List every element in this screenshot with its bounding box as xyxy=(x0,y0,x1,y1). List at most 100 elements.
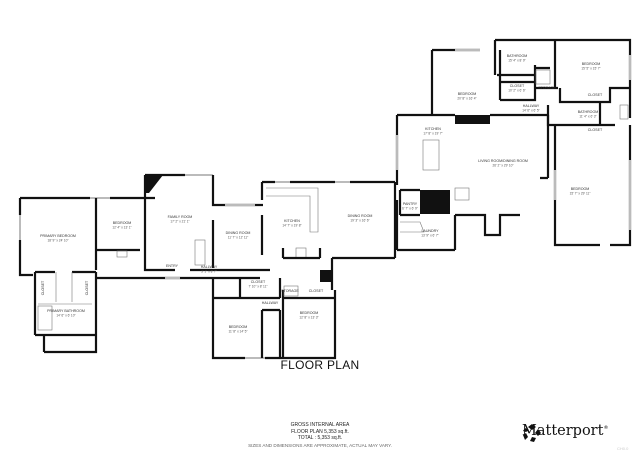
room-closet-s2: CLOSET xyxy=(309,289,324,293)
room-closet-pw1: CLOSET xyxy=(41,280,45,295)
svg-text:PRIMARY BATHROOM: PRIMARY BATHROOM xyxy=(47,309,85,313)
svg-text:CLOSET: CLOSET xyxy=(588,93,603,97)
svg-text:KITCHEN: KITCHEN xyxy=(284,219,300,223)
center-kitchen xyxy=(260,180,397,290)
room-storage-2: STORAGE xyxy=(538,86,556,90)
svg-text:HALLWAY: HALLWAY xyxy=(523,104,540,108)
svg-text:11' 4" x 6' 3": 11' 4" x 6' 3" xyxy=(579,115,596,119)
svg-text:7' 10" x 8' 11": 7' 10" x 8' 11" xyxy=(248,285,267,289)
gross-area-heading: GROSS INTERNAL AREA xyxy=(290,422,350,428)
svg-text:BEDROOM: BEDROOM xyxy=(300,311,319,315)
svg-text:26' 2" x 29' 10": 26' 2" x 29' 10" xyxy=(492,164,513,168)
disclaimer: SIZES AND DIMENSIONS ARE APPROXIMATE, AC… xyxy=(248,443,392,448)
floor-plan-area: FLOOR PLAN 5,353 sq.ft. xyxy=(291,428,349,435)
svg-text:CLOSET: CLOSET xyxy=(85,280,89,295)
north-wing xyxy=(430,38,558,115)
svg-text:LIVING ROOM/DINING ROOM: LIVING ROOM/DINING ROOM xyxy=(478,159,528,163)
room-storage-1: STORAGE xyxy=(281,289,299,293)
svg-text:BATHROOM: BATHROOM xyxy=(578,110,599,114)
svg-text:ENTRY: ENTRY xyxy=(166,264,179,268)
matterport-logo: Matterport® xyxy=(522,423,609,442)
svg-text:10' 2" x 6' 6": 10' 2" x 6' 6" xyxy=(508,89,525,93)
svg-text:CLOSET: CLOSET xyxy=(510,84,525,88)
matterport-wordmark: Matterport® xyxy=(522,423,609,439)
svg-text:6' 7" x 6' 9": 6' 7" x 6' 9" xyxy=(402,207,418,211)
svg-text:15' 5" x 15' 7": 15' 5" x 15' 7" xyxy=(581,67,600,71)
room-entry: ENTRY xyxy=(166,264,179,268)
svg-text:12' 4" x 13' 1": 12' 4" x 13' 1" xyxy=(112,226,131,230)
room-closet-ne: CLOSET xyxy=(588,93,603,97)
svg-text:3' 1" x 8' 7": 3' 1" x 8' 7" xyxy=(201,270,217,274)
svg-text:CLOSET: CLOSET xyxy=(588,128,603,132)
svg-text:STORAGE: STORAGE xyxy=(538,86,556,90)
room-closet-e: CLOSET xyxy=(588,128,603,132)
svg-text:KITCHEN: KITCHEN xyxy=(425,127,441,131)
svg-text:14' 7" x 19' 8": 14' 7" x 19' 8" xyxy=(282,224,301,228)
svg-text:BEDROOM: BEDROOM xyxy=(113,221,132,225)
svg-text:19' 3" x 16' 6": 19' 3" x 16' 6" xyxy=(350,219,369,223)
svg-text:BEDROOM: BEDROOM xyxy=(458,92,477,96)
svg-text:BEDROOM: BEDROOM xyxy=(582,62,601,66)
east-center xyxy=(395,113,550,252)
svg-text:LAUNDRY: LAUNDRY xyxy=(421,229,439,233)
svg-text:CLOSET: CLOSET xyxy=(41,280,45,295)
svg-text:STORAGE: STORAGE xyxy=(281,289,299,293)
svg-text:DINING ROOM: DINING ROOM xyxy=(348,214,373,218)
svg-text:DINING ROOM: DINING ROOM xyxy=(226,231,251,235)
west-wing xyxy=(18,196,155,354)
svg-text:13' 9" x 6' 7": 13' 9" x 6' 7" xyxy=(421,234,438,238)
svg-text:BATHROOM: BATHROOM xyxy=(507,54,528,58)
floor-plan-title: FLOOR PLAN xyxy=(280,358,360,372)
svg-text:11' 8" x 14' 5": 11' 8" x 14' 5" xyxy=(228,330,247,334)
svg-text:12' 8" x 13' 3": 12' 8" x 13' 3" xyxy=(299,316,318,320)
total-area: TOTAL : 5,353 sq.ft. xyxy=(297,435,343,441)
south-bedrooms xyxy=(211,278,337,360)
svg-text:HALLWAY: HALLWAY xyxy=(201,265,218,269)
svg-text:HALLWAY: HALLWAY xyxy=(262,301,279,305)
svg-text:15' 4" x 8' 9": 15' 4" x 8' 9" xyxy=(508,59,525,63)
svg-text:14' 6" x 6' 5": 14' 6" x 6' 5" xyxy=(522,109,539,113)
image-code: CH0.0 xyxy=(617,446,629,451)
svg-text:14' 6" x 6' 10": 14' 6" x 6' 10" xyxy=(56,314,75,318)
svg-text:BEDROOM: BEDROOM xyxy=(229,325,248,329)
svg-text:17' 2" x 21' 1": 17' 2" x 21' 1" xyxy=(170,220,189,224)
matterport-logo-icon xyxy=(523,424,541,442)
svg-text:PRIMARY BEDROOM: PRIMARY BEDROOM xyxy=(40,234,76,238)
svg-text:CLOSET: CLOSET xyxy=(251,280,266,284)
svg-text:FAMILY ROOM: FAMILY ROOM xyxy=(168,215,193,219)
svg-text:11' 7" x 12' 11": 11' 7" x 12' 11" xyxy=(228,236,249,240)
svg-text:BEDROOM: BEDROOM xyxy=(571,187,590,191)
svg-text:15' 7" x 29' 11": 15' 7" x 29' 11" xyxy=(570,192,591,196)
svg-text:18' 9" x 24' 10": 18' 9" x 24' 10" xyxy=(47,239,68,243)
svg-text:20' 8" x 16' 4": 20' 8" x 16' 4" xyxy=(457,97,476,101)
svg-text:CLOSET: CLOSET xyxy=(309,289,324,293)
room-closet-pw2: CLOSET xyxy=(85,280,89,295)
east-wing xyxy=(546,38,632,247)
svg-text:PANTRY: PANTRY xyxy=(403,202,418,206)
room-hallway-2: HALLWAY xyxy=(262,301,279,305)
svg-text:17' 8" x 19' 7": 17' 8" x 19' 7" xyxy=(423,132,442,136)
